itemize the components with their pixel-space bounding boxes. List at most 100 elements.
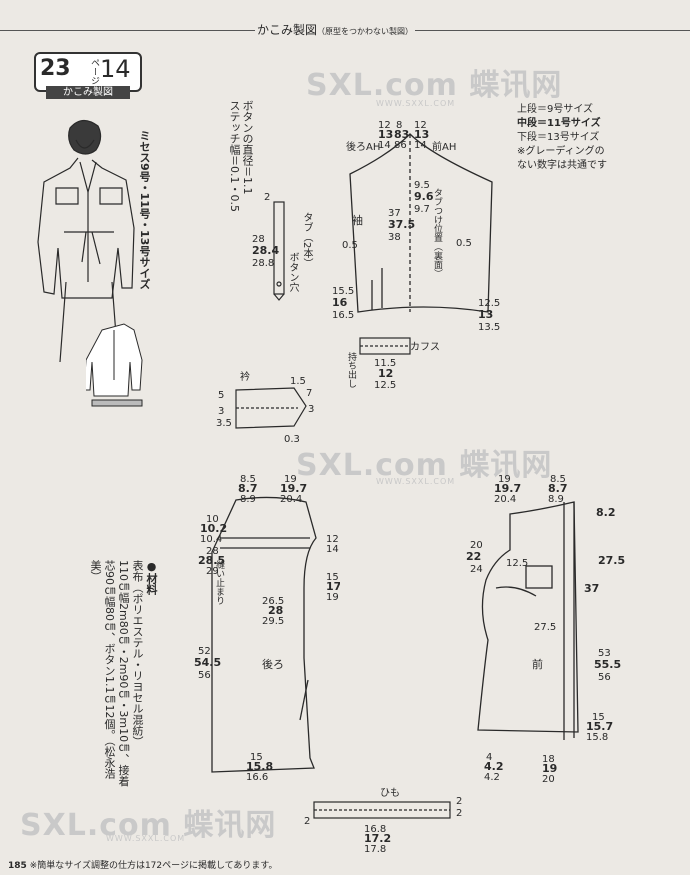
svg-text:13: 13 (378, 128, 393, 141)
svg-text:83: 83 (394, 128, 409, 141)
tab-buttonhole-label: ボタン穴 (287, 252, 298, 292)
svg-text:37.5: 37.5 (388, 218, 415, 231)
page-badge: 23 ページ 14 (34, 52, 142, 92)
collar-label: 衿 (240, 372, 250, 383)
svg-text:53: 53 (598, 648, 611, 659)
svg-text:0.5: 0.5 (342, 240, 358, 251)
svg-text:24: 24 (470, 564, 483, 575)
svg-text:12: 12 (378, 120, 391, 131)
watermark-logo-2: SXL.com 蝶讯网 (296, 448, 553, 483)
svg-text:16.8: 16.8 (364, 824, 386, 835)
svg-text:28.8: 28.8 (252, 258, 274, 269)
svg-text:28: 28 (268, 604, 283, 617)
svg-text:20.4: 20.4 (280, 494, 302, 505)
svg-text:8.7: 8.7 (548, 482, 568, 495)
cuff-label: カフス (410, 342, 440, 353)
badge-page-label: ページ (89, 58, 99, 85)
model-caption: ミセス9号・11号・13号サイズ (138, 130, 151, 290)
svg-text:19.7: 19.7 (494, 482, 521, 495)
svg-text:8.2: 8.2 (596, 506, 616, 519)
svg-text:12: 12 (326, 534, 339, 545)
svg-text:15.8: 15.8 (246, 760, 273, 773)
footer: 185 ※簡単なサイズ調整の仕方は172ページに掲載してあります。 (8, 861, 278, 871)
tab-label: タブ（2本） (301, 212, 312, 269)
svg-text:18: 18 (542, 754, 555, 765)
svg-text:12.5: 12.5 (374, 380, 396, 390)
cuff-mochidashi: 持ち出し (346, 352, 356, 388)
svg-text:11.5: 11.5 (374, 358, 396, 369)
badge-page-number: 23 (40, 56, 71, 81)
svg-text:28.5: 28.5 (198, 554, 225, 567)
svg-text:3: 3 (218, 406, 224, 417)
svg-text:15.8: 15.8 (586, 732, 608, 743)
svg-text:10: 10 (206, 514, 219, 525)
svg-text:19.7: 19.7 (280, 482, 307, 495)
svg-text:0.5: 0.5 (456, 238, 472, 249)
svg-text:20.4: 20.4 (494, 494, 516, 505)
svg-text:19: 19 (498, 474, 511, 485)
watermark-url-1: WWW.SXXL.COM (376, 99, 456, 108)
svg-text:19: 19 (284, 474, 297, 485)
svg-text:27.5: 27.5 (598, 554, 625, 567)
size-legend: 上段＝9号サイズ 中段＝11号サイズ 下段＝13号サイズ ※グレーディングの な… (517, 104, 607, 171)
svg-text:29.5: 29.5 (262, 616, 284, 627)
svg-text:56: 56 (198, 670, 211, 681)
svg-text:9.7: 9.7 (414, 204, 430, 215)
svg-text:2: 2 (456, 808, 462, 819)
svg-text:9.6: 9.6 (414, 190, 434, 203)
svg-text:8.5: 8.5 (550, 474, 566, 485)
svg-text:15: 15 (592, 712, 605, 723)
svg-text:20: 20 (542, 774, 555, 785)
svg-text:4.2: 4.2 (484, 772, 500, 783)
svg-text:15.5: 15.5 (332, 286, 354, 297)
svg-text:19: 19 (326, 592, 339, 603)
svg-text:4.2: 4.2 (484, 760, 504, 773)
svg-text:56: 56 (598, 672, 611, 683)
sleeve-front-ah: 前AH (432, 142, 457, 153)
sleeve-back-ah: 後ろAH (346, 142, 381, 153)
svg-text:9.5: 9.5 (414, 180, 430, 191)
svg-text:12: 12 (378, 367, 393, 380)
svg-text:17.2: 17.2 (364, 832, 391, 845)
svg-text:86: 86 (394, 140, 407, 151)
watermark-url-2: WWW.SXXL.COM (376, 477, 456, 486)
watermark-logo-1: SXL.com 蝶讯网 (306, 68, 563, 103)
svg-text:5: 5 (218, 390, 224, 401)
svg-text:0.3: 0.3 (284, 434, 300, 445)
back-view-illustration (86, 323, 143, 407)
svg-text:28.4: 28.4 (252, 244, 279, 257)
materials: ●材料 表布（ポリエステル・リヨセル混紡） 110㎝幅2m80㎝・2m90㎝・3… (89, 560, 158, 787)
tab-pattern: 28 28.4 28.8 2 (252, 192, 285, 301)
svg-text:14: 14 (378, 140, 391, 151)
svg-text:4: 4 (486, 752, 492, 763)
svg-text:12: 12 (414, 120, 427, 131)
back-label: 後ろ (262, 658, 284, 671)
svg-text:19: 19 (542, 762, 557, 775)
sleeve-tab-position: タブつけ位置（裏面） (432, 188, 442, 278)
svg-text:8.5: 8.5 (240, 474, 256, 485)
watermark-url-3: WWW.SXXL.COM (106, 834, 186, 843)
svg-text:26.5: 26.5 (262, 596, 284, 607)
svg-text:3.5: 3.5 (216, 418, 232, 429)
svg-text:10.4: 10.4 (200, 534, 222, 545)
header-title: かこみ製図（原型をつかわない製図） (255, 21, 416, 38)
svg-text:8.9: 8.9 (548, 494, 564, 505)
watermark-logo-3: SXL.com 蝶讯网 (20, 808, 277, 843)
svg-text:37: 37 (388, 208, 401, 219)
svg-text:27.5: 27.5 (534, 622, 556, 633)
svg-text:12.5: 12.5 (506, 558, 528, 569)
svg-text:8: 8 (396, 120, 402, 131)
svg-text:13: 13 (478, 308, 493, 321)
svg-text:1.5: 1.5 (290, 376, 306, 387)
svg-text:2: 2 (456, 796, 462, 807)
svg-text:17.8: 17.8 (364, 844, 386, 855)
svg-text:37: 37 (584, 582, 599, 595)
svg-text:16.5: 16.5 (332, 310, 354, 321)
svg-text:16.6: 16.6 (246, 772, 268, 783)
svg-text:54.5: 54.5 (194, 656, 221, 669)
